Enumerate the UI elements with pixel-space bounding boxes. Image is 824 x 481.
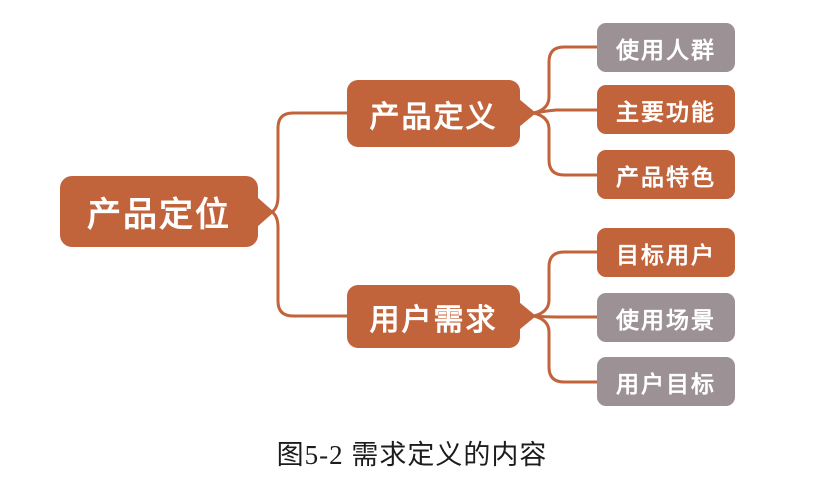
node-leaf-user-group: 使用人群 <box>597 23 735 72</box>
node-leaf-label: 用户目标 <box>616 370 716 397</box>
branch1-arrow-tip <box>519 302 536 330</box>
node-leaf-main-functions: 主要功能 <box>597 85 735 134</box>
node-leaf-target-users: 目标用户 <box>597 228 735 277</box>
node-branch-product-definition: 产品定义 <box>347 80 520 147</box>
connector-root-to-branch-1 <box>270 210 349 318</box>
connector-branch0-to-leaf-2 <box>532 111 599 177</box>
root-arrow-tip <box>257 197 274 227</box>
connector-branch0-to-leaf-1 <box>532 108 599 115</box>
node-leaf-user-goals: 用户目标 <box>597 357 735 406</box>
node-leaf-label: 主要功能 <box>616 98 716 125</box>
connector-root-to-branch-0 <box>270 111 349 214</box>
node-branch-label: 产品定义 <box>369 100 498 134</box>
node-leaf-usage-scenarios: 使用场景 <box>597 293 735 342</box>
node-leaf-label: 使用人群 <box>616 36 716 63</box>
connector-branch0-to-leaf-0 <box>532 45 599 115</box>
connector-branch1-to-leaf-2 <box>532 314 599 384</box>
node-leaf-label: 目标用户 <box>616 241 716 268</box>
node-leaf-label: 使用场景 <box>616 306 716 333</box>
figure-caption: 图5-2 需求定义的内容 <box>276 440 548 470</box>
branch0-arrow-tip <box>519 99 536 127</box>
connector-branch1-to-leaf-0 <box>532 250 599 318</box>
node-leaf-label: 产品特色 <box>616 163 716 190</box>
node-branch-label: 用户需求 <box>369 303 498 337</box>
connector-branch1-to-leaf-1 <box>532 314 599 319</box>
node-root: 产品定位 <box>60 176 258 247</box>
node-root-label: 产品定位 <box>87 196 231 234</box>
node-leaf-product-features: 产品特色 <box>597 150 735 199</box>
node-branch-user-needs: 用户需求 <box>347 285 520 348</box>
